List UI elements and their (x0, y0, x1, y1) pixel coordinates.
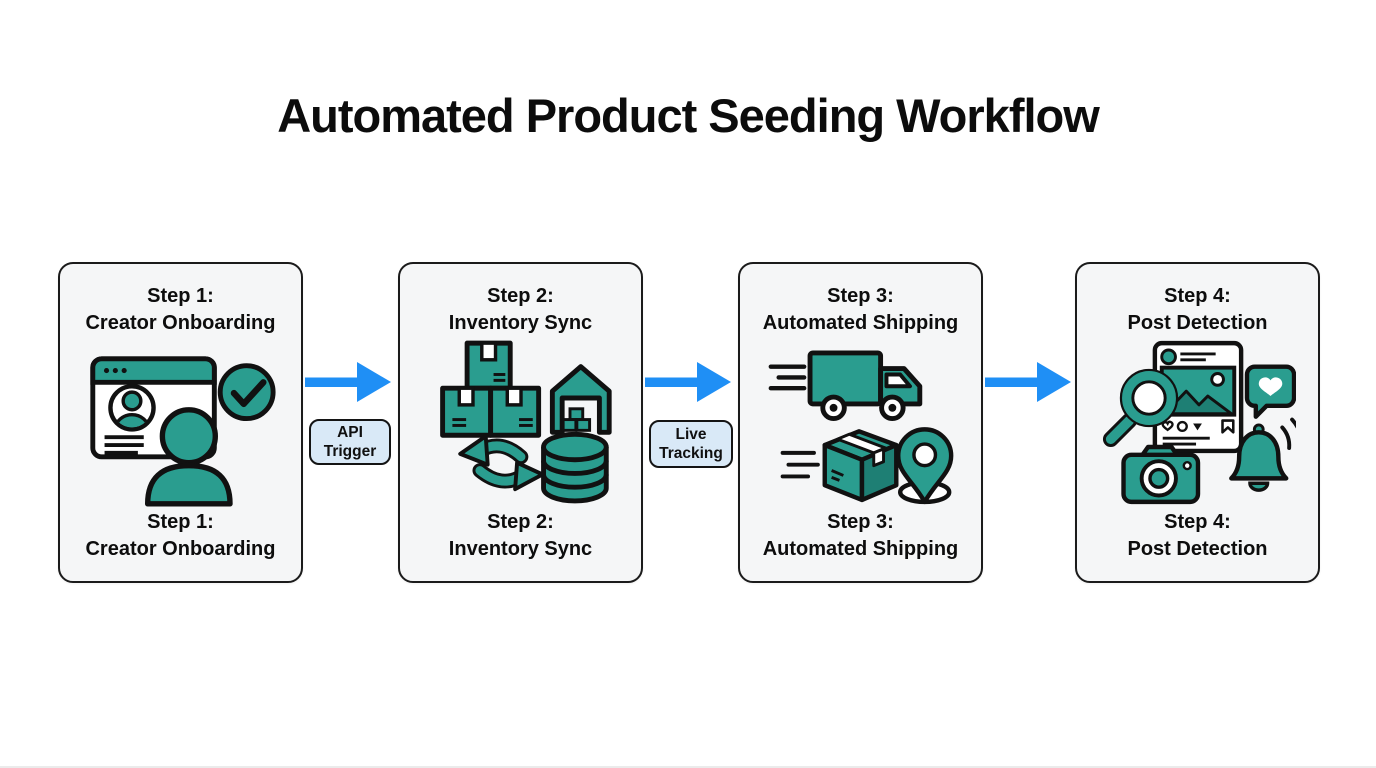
step-number: Step 1: (147, 511, 214, 533)
step-title-bottom: Step 2: Inventory Sync (449, 509, 592, 563)
step-icon-cluster (1083, 337, 1312, 509)
step-name: Automated Shipping (762, 538, 959, 560)
step-card-creator-onboarding: Step 1: Creator Onboarding (58, 262, 303, 583)
step-number: Step 2: (487, 285, 554, 307)
step-name: Inventory Sync (448, 538, 593, 560)
step-title-top: Step 3: Automated Shipping (763, 283, 959, 337)
social-post-magnifier-icon (1102, 340, 1243, 454)
flow-arrow-3 (985, 362, 1071, 402)
step-number: Step 3: (827, 285, 894, 307)
bottom-edge-line (0, 766, 1376, 768)
connector-label-line: Tracking (659, 445, 723, 462)
delivery-truck-icon (768, 350, 922, 422)
step-name: Creator Onboarding (85, 312, 276, 334)
step-card-post-detection: Step 4: Post Detection (1075, 262, 1320, 583)
check-circle-icon (217, 363, 276, 422)
person-icon (144, 407, 233, 507)
step-icon-cluster (66, 337, 295, 509)
step-number: Step 2: (487, 511, 554, 533)
sync-arrows-icon (457, 434, 545, 492)
step-title-bottom: Step 3: Automated Shipping (763, 509, 959, 563)
creator-onboarding-icons (89, 356, 276, 507)
camera-icon (1120, 444, 1200, 505)
step-card-automated-shipping: Step 3: Automated Shipping (738, 262, 983, 583)
notification-bell-icon (1228, 417, 1296, 492)
step-title-bottom: Step 1: Creator Onboarding (85, 509, 275, 563)
step-title-top: Step 2: Inventory Sync (449, 283, 592, 337)
flow-arrow-2 (645, 362, 731, 402)
connector-label-live-tracking: Live Tracking (649, 420, 733, 468)
step-name: Creator Onboarding (85, 538, 276, 560)
step-number: Step 1: (147, 285, 214, 307)
page-title: Automated Product Seeding Workflow (277, 89, 1100, 142)
location-pin-icon (895, 427, 953, 505)
step-card-inventory-sync: Step 2: Inventory Sync (398, 262, 643, 583)
step-icon-cluster (406, 337, 635, 509)
step-icon-cluster (746, 337, 975, 509)
step-name: Automated Shipping (762, 312, 959, 334)
step-title-top: Step 4: Post Detection (1127, 283, 1267, 337)
stacked-boxes-icon (439, 340, 541, 438)
step-number: Step 3: (827, 511, 894, 533)
heart-chat-bubble-icon (1244, 364, 1296, 419)
warehouse-icon (549, 364, 612, 435)
step-number: Step 4: (1164, 285, 1231, 307)
flow-arrow-1 (305, 362, 391, 402)
shipping-box-icon (780, 429, 898, 503)
connector-label-api-trigger: API Trigger (309, 419, 391, 465)
step-number: Step 4: (1164, 511, 1231, 533)
step-name: Post Detection (1127, 538, 1268, 560)
step-name: Inventory Sync (448, 312, 593, 334)
database-icon (540, 431, 609, 504)
connector-label-line: Trigger (323, 443, 377, 460)
browser-profile-icon (89, 356, 217, 460)
step-title-bottom: Step 4: Post Detection (1127, 509, 1267, 563)
connector-label-line: Live (675, 426, 707, 443)
post-detection-icons (1102, 340, 1296, 505)
step-title-top: Step 1: Creator Onboarding (85, 283, 275, 337)
inventory-sync-icons (439, 340, 612, 504)
step-name: Post Detection (1127, 312, 1268, 334)
automated-shipping-icons (768, 350, 953, 505)
connector-label-line: API (337, 424, 363, 441)
